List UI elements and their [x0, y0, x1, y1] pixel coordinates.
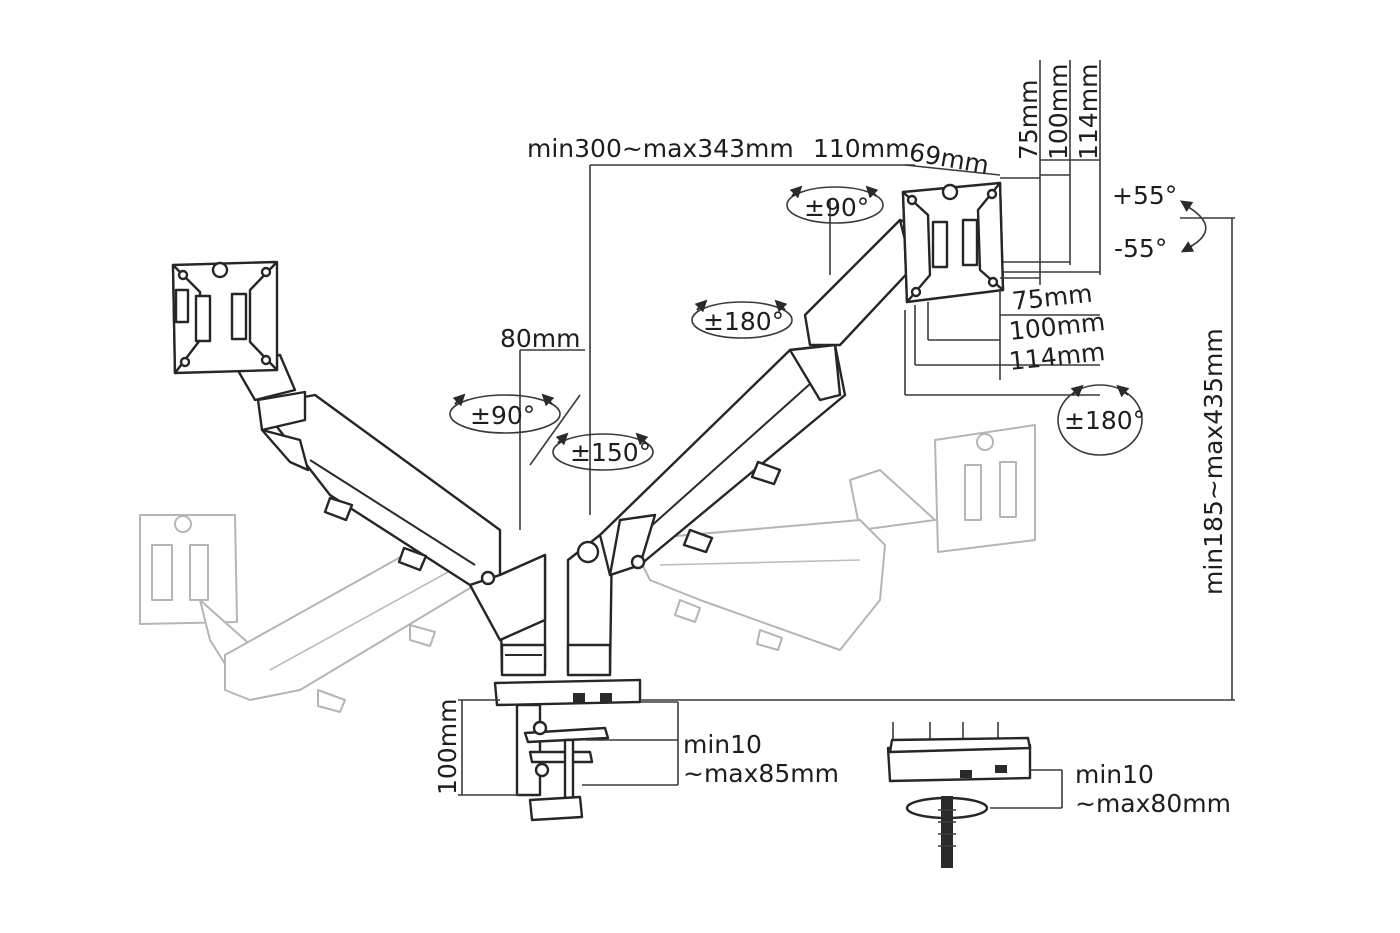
label-arm-span: min300~max343mm	[527, 134, 794, 163]
tilt-arc	[1184, 204, 1207, 249]
pole-right	[566, 533, 614, 677]
dimension-labels: min300~max343mm 110mm 69mm 75mm 100mm 11…	[433, 64, 1231, 818]
rotation-indicators	[449, 185, 1207, 471]
rotation-ellipse-arm	[691, 301, 793, 339]
label-arm-offset: 110mm	[813, 134, 909, 163]
label-rot-base: ±150°	[570, 438, 651, 467]
label-grommet-max: ~max80mm	[1075, 789, 1231, 818]
label-vesa-v75: 75mm	[1014, 79, 1043, 160]
clamp-base	[493, 678, 642, 822]
label-vesa-v114: 114mm	[1074, 64, 1103, 160]
left-arm	[230, 353, 547, 642]
dimension-lines	[458, 60, 1235, 809]
right-monitor-plate	[901, 181, 1005, 304]
rotation-ellipse-base	[552, 433, 654, 471]
label-pole-offset: 80mm	[500, 324, 581, 353]
ghost-left-arm	[139, 514, 501, 713]
label-clamp-min: min10	[683, 730, 762, 759]
label-vesa-v100: 100mm	[1044, 64, 1073, 160]
ghost-right-arm	[629, 424, 1036, 651]
label-grommet-min: min10	[1075, 760, 1154, 789]
rotation-ellipse-top	[786, 186, 884, 224]
label-rot-arm: ±180°	[703, 307, 784, 336]
label-clamp-height: 100mm	[433, 699, 462, 795]
grommet-mount	[886, 722, 1032, 868]
rotation-ellipse-left	[449, 394, 561, 434]
label-spin-180: ±180°	[1064, 406, 1145, 435]
label-clamp-max: ~max85mm	[683, 759, 839, 788]
left-monitor-plate	[171, 260, 279, 375]
label-tilt-down: -55°	[1114, 234, 1167, 263]
label-tilt-up: +55°	[1112, 181, 1177, 210]
label-rot-top: ±90°	[804, 193, 869, 222]
label-rot-left: ±90°	[470, 401, 535, 430]
label-height-range: min185~max435mm	[1199, 328, 1228, 595]
label-tilt-plate: 69mm	[907, 137, 991, 180]
rotation-ellipse-spin	[1057, 384, 1143, 456]
